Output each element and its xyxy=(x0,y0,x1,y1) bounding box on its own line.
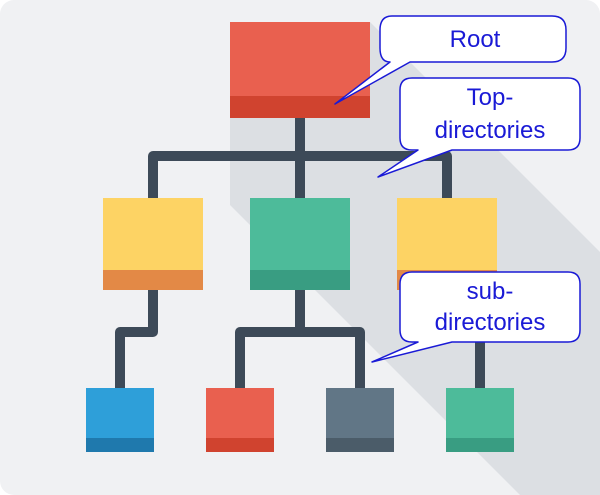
sub-directory-node xyxy=(446,388,514,452)
sub-directory-node xyxy=(326,388,394,452)
sub-directory-node xyxy=(86,388,154,452)
root-node xyxy=(230,22,370,118)
callout-label: Root xyxy=(450,26,501,53)
callout-label: Top- xyxy=(467,84,514,111)
top-directory-node xyxy=(250,198,350,290)
callout-label: directories xyxy=(435,117,546,144)
callout-root: Root xyxy=(334,15,567,105)
top-directory-node xyxy=(103,198,203,290)
callout-bubble xyxy=(377,77,581,178)
connector-top-bar xyxy=(148,151,452,198)
sub-directory-node xyxy=(206,388,274,452)
callout-top-directories: Top- directories xyxy=(377,77,581,178)
callout-bubble xyxy=(371,271,581,363)
callout-label: sub- xyxy=(467,278,514,305)
callout-bubble xyxy=(334,15,567,105)
connector-center-branch xyxy=(235,327,365,388)
callout-label: directories xyxy=(435,309,546,336)
connector-left-branch xyxy=(115,310,158,388)
callout-sub-directories: sub- directories xyxy=(371,271,581,363)
